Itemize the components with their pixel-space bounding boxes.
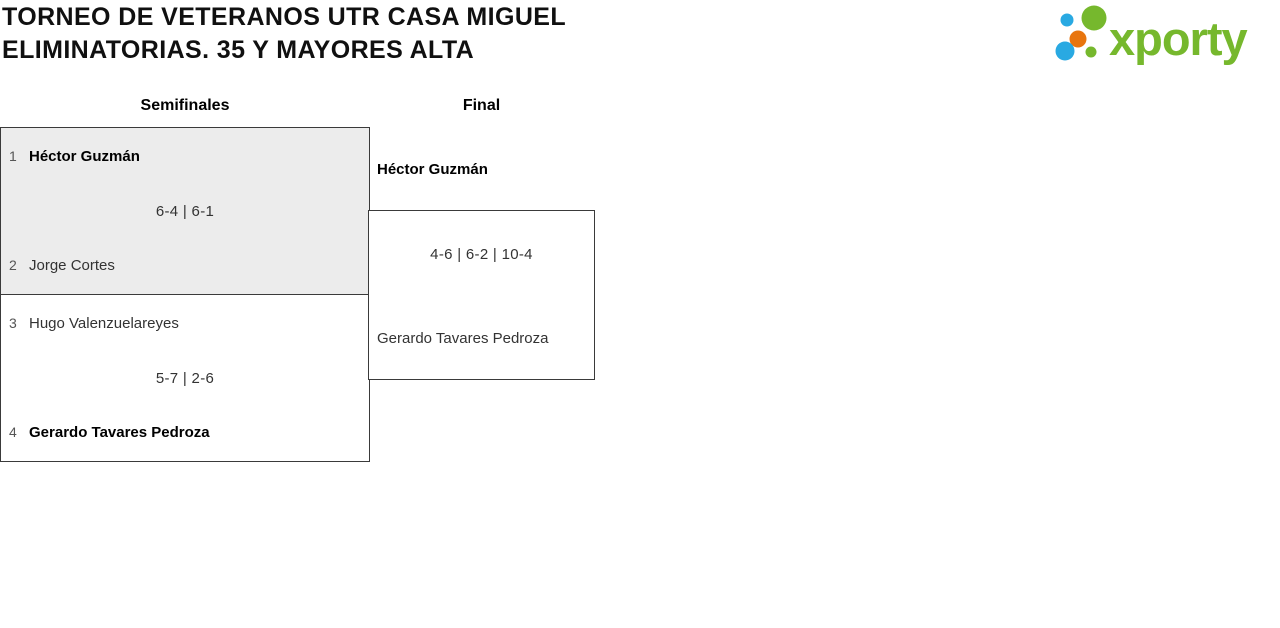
final-player2-name: Gerardo Tavares Pedroza bbox=[377, 330, 549, 347]
sf2-player2-name: Gerardo Tavares Pedroza bbox=[29, 424, 210, 441]
xporty-logo[interactable]: xporty bbox=[1045, 0, 1275, 72]
xporty-logo-graphic: xporty bbox=[1055, 5, 1249, 65]
logo-dot-green-large bbox=[1081, 5, 1107, 31]
page-title: TORNEO DE VETERANOS UTR CASA MIGUEL ELIM… bbox=[2, 1, 566, 67]
page-title-line2: ELIMINATORIAS. 35 Y MAYORES ALTA bbox=[2, 36, 475, 64]
sf2-player1-seed: 3 bbox=[9, 315, 17, 331]
logo-dot-orange bbox=[1069, 30, 1087, 48]
final-player1-name: Héctor Guzmán bbox=[377, 161, 488, 178]
sf2-player2-row: 4 Gerardo Tavares Pedroza bbox=[9, 424, 361, 441]
sf2-player2-seed: 4 bbox=[9, 424, 17, 440]
semifinal-match-2[interactable]: 3 Hugo Valenzuelareyes 5-7 | 2-6 4 Gerar… bbox=[0, 294, 370, 462]
round-label-semifinals: Semifinales bbox=[140, 97, 230, 114]
semifinal-match-1[interactable]: 1 Héctor Guzmán 6-4 | 6-1 2 Jorge Cortes bbox=[0, 127, 370, 295]
page-title-line1: TORNEO DE VETERANOS UTR CASA MIGUEL bbox=[2, 3, 567, 31]
xporty-wordmark: xporty bbox=[1109, 12, 1248, 65]
sf2-player1-row: 3 Hugo Valenzuelareyes bbox=[9, 315, 361, 332]
final-match-box[interactable] bbox=[368, 210, 595, 380]
sf1-player1-name: Héctor Guzmán bbox=[29, 148, 140, 165]
sf1-player1-seed: 1 bbox=[9, 148, 17, 164]
logo-dot-green-small bbox=[1085, 46, 1097, 58]
final-score: 4-6 | 6-2 | 10-4 bbox=[430, 246, 533, 263]
logo-dot-blue-large bbox=[1055, 41, 1075, 61]
round-label-final: Final bbox=[462, 97, 501, 114]
sf2-player1-name: Hugo Valenzuelareyes bbox=[29, 315, 179, 332]
sf1-score: 6-4 | 6-1 bbox=[155, 202, 215, 220]
logo-dot-blue-small bbox=[1060, 13, 1074, 27]
sf2-score: 5-7 | 2-6 bbox=[155, 369, 215, 387]
sf1-player2-seed: 2 bbox=[9, 257, 17, 273]
sf1-player2-row: 2 Jorge Cortes bbox=[9, 257, 361, 274]
sf1-player1-row: 1 Héctor Guzmán bbox=[9, 148, 361, 165]
sf1-player2-name: Jorge Cortes bbox=[29, 257, 115, 274]
